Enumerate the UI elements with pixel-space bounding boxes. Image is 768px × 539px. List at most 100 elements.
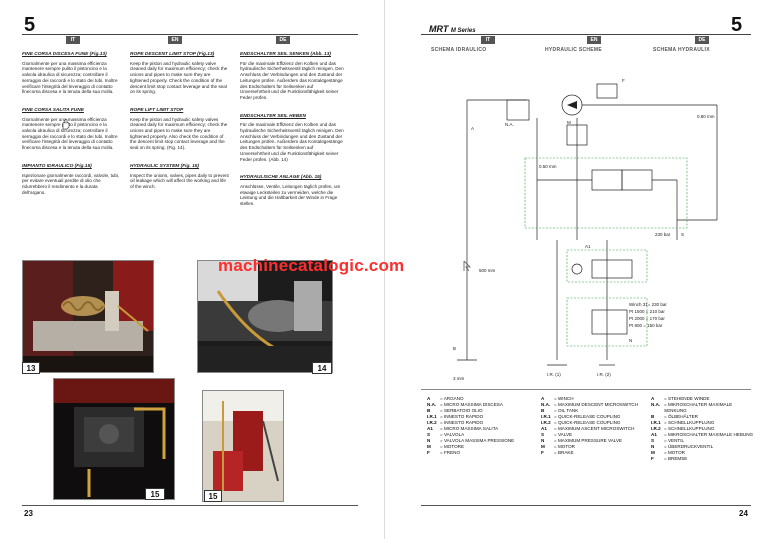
label-ir2: I.R. (2) [597, 372, 611, 377]
label-a1: A1 [585, 244, 591, 249]
footer-rule [421, 505, 751, 506]
label-pt800: Pt 800 = 150 bar [629, 323, 663, 328]
legend-row: M= MOTOR [651, 450, 685, 455]
label-pt2000: Pt 2000 = 170 bar [629, 316, 665, 321]
schema-title-de: SCHEMA HYDRAULIX [653, 47, 710, 53]
legend-row: A1= MIKROSCHALTER MAXIMALE HEBUNG [651, 432, 754, 437]
label-050: 0.50 mm [539, 164, 557, 169]
section-body: Keep the piston and hydraulic safety val… [130, 60, 228, 95]
section-heading: ROPE DESCENT LIMIT STOP (Fig.13) [130, 52, 215, 57]
flag-de: DE [695, 36, 709, 44]
legend-row: A= WINCH [541, 396, 574, 401]
legend-row: M= MOTORE [427, 444, 465, 449]
photo-figure-14 [197, 260, 333, 373]
flag-it: IT [481, 36, 495, 44]
legend-english: A= WINCH N.A.= MAXIMUM DESCENT MICROSWIT… [541, 396, 645, 456]
section-body: Anschlüsse, Ventile, Leitungen täglich p… [240, 183, 341, 207]
legend-row: F= BREMSE [651, 456, 688, 461]
schema-title-en: HYDRAULIC SCHEME [545, 47, 603, 53]
legend-italian: A= ARGANO N.A.= MICRO MASSIMA DISCESA B=… [427, 396, 527, 456]
section-body: Giornalmente per una massima efficienza … [22, 60, 118, 95]
label-b: B [453, 346, 456, 351]
section-body: Inspect the unions, valves, pipes daily … [130, 172, 229, 189]
photo-figure-15-detail [202, 390, 284, 502]
legend-row: B= OIL TANK [541, 408, 579, 413]
section-heading: ROPE LIFT LIMIT STOP [130, 107, 184, 113]
left-page: 5 IT EN DE FINE CORSA DISCESA FUNE (Fig.… [22, 14, 358, 518]
section-heading: ENDSCHALTER SEIL HEBEN [240, 113, 306, 119]
photo-figure-13 [22, 260, 154, 373]
label-n: N [629, 338, 632, 343]
section-heading: FINE CORSA DISCESA FUNE (Fig.13) [22, 52, 107, 57]
legend-german: A= STEHENDE WINDE N.A.= MIKROSCHALTER MA… [651, 396, 755, 462]
brand-logo: MRT M Series [429, 24, 476, 34]
legend-row: F= FRENO [427, 450, 461, 455]
legend-row: I.R.1= QUICK-RELEASE COUPLING [541, 414, 621, 419]
legend-row: S= VALVOLA [427, 432, 465, 437]
label-motor: M [567, 120, 571, 125]
brand-name: MRT [429, 24, 449, 34]
legend-row: A= ARGANO [427, 396, 464, 401]
label-500mm: 500 mm [479, 268, 496, 273]
section-body: Für die maximale Effizienz den Kolben un… [240, 122, 344, 162]
label-na: N.A. [505, 122, 514, 127]
legend-rule [421, 389, 751, 390]
label-s: S [681, 232, 684, 237]
page-number: 23 [24, 509, 33, 518]
schema-title-it: SCHEMA IDRAULICO [431, 47, 487, 53]
label-winch-pressure: Winch 31= 230 bar [629, 302, 667, 307]
legend-row: B= SERBATOIO OLIO [427, 408, 483, 413]
photo-figure-15 [53, 378, 175, 500]
photo-label: 13 [22, 362, 40, 374]
flag-en: EN [587, 36, 601, 44]
legend-row: N.A.= MICRO MASSIMA DISCESA [427, 402, 503, 407]
page-number: 24 [739, 509, 748, 518]
hand-pointer-icon [62, 118, 70, 130]
legend-row: I.R.2= SCHNELLKUPPLUNG [651, 426, 715, 431]
header-rule [421, 34, 751, 35]
legend-row: N= ÜBERDRUCKVENTIL [651, 444, 714, 449]
label-brake: F [622, 78, 625, 83]
chapter-number: 5 [24, 14, 36, 36]
photo-label: 15 [145, 488, 165, 500]
label-pt1500: Pt 1500 = 210 bar [629, 309, 665, 314]
header-rule [22, 34, 358, 35]
legend-row: A1= MICRO MASSIMA SALITA [427, 426, 499, 431]
legend-row: N= MAXIMUM PRESSURE VALVE [541, 438, 623, 443]
footer-rule [22, 505, 358, 506]
column-italian: FINE CORSA DISCESA FUNE (Fig.13) Giornal… [22, 52, 120, 199]
watermark-text: machinecatalogic.com [218, 256, 405, 275]
legend-row: N= VALVOLA MASSIMA PRESSIONE [427, 438, 515, 443]
legend-row: B= ÖLBEHÄLTER [651, 414, 698, 419]
column-german: ENDSCHALTER SEIL SENKEN (Abb. 13) Für di… [240, 52, 344, 211]
legend-row: A= STEHENDE WINDE [651, 396, 710, 401]
legend-row: A1= MAXIMUM ASCENT MICROSWITCH [541, 426, 635, 431]
photo-label: 14 [312, 362, 332, 374]
cursor-icon [463, 260, 471, 272]
legend-row: I.R.2= QUICK-RELEASE COUPLING [541, 420, 621, 425]
column-english: ROPE DESCENT LIMIT STOP (Fig.13) Keep th… [130, 52, 230, 194]
label-3mm: 3 mm [453, 376, 465, 381]
label-winch: A [471, 126, 474, 131]
section-body: Für die maximale Effizienz den Kolben un… [240, 60, 344, 100]
brand-series: M Series [450, 28, 476, 34]
label-230bar: 230 bar [655, 232, 671, 237]
legend-row: S= VALVE [541, 432, 573, 437]
section-heading: HYDRAULISCHE ANLAGE (Abb. 15) [240, 175, 322, 181]
legend-row: F= BRAKE [541, 450, 574, 455]
legend-row: I.R.1= INNESTO RAPIDO [427, 414, 484, 419]
legend-row: S= VENTIL [651, 438, 685, 443]
photo-label: 15 [204, 490, 222, 502]
section-body: Giornalmente per una massima efficienza … [22, 116, 118, 151]
legend-row: I.R.2= INNESTO RAPIDO [427, 420, 484, 425]
label-080: 0.80 mm [697, 114, 715, 119]
right-page: MRT M Series 5 IT EN DE SCHEMA IDRAULICO… [384, 0, 768, 539]
hydraulic-diagram: F N.A. M A 0.80 mm 0.50 mm 230 bar A1 S … [453, 78, 718, 381]
section-body: Keep the piston and hydraulic safety val… [130, 116, 228, 151]
section-body: Ispezionare giornalmente raccordi, valvo… [22, 172, 120, 195]
section-heading: ENDSCHALTER SEIL SENKEN (Abb. 13) [240, 52, 331, 57]
legend-row: M= MOTOR [541, 444, 575, 449]
flag-en: EN [168, 36, 182, 44]
legend-row: I.R.1= SCHNELLKUPPLUNG [651, 420, 715, 425]
legend-row: N.A.= MIKROSCHALTER MAXIMALE SENKUNG [651, 402, 733, 413]
